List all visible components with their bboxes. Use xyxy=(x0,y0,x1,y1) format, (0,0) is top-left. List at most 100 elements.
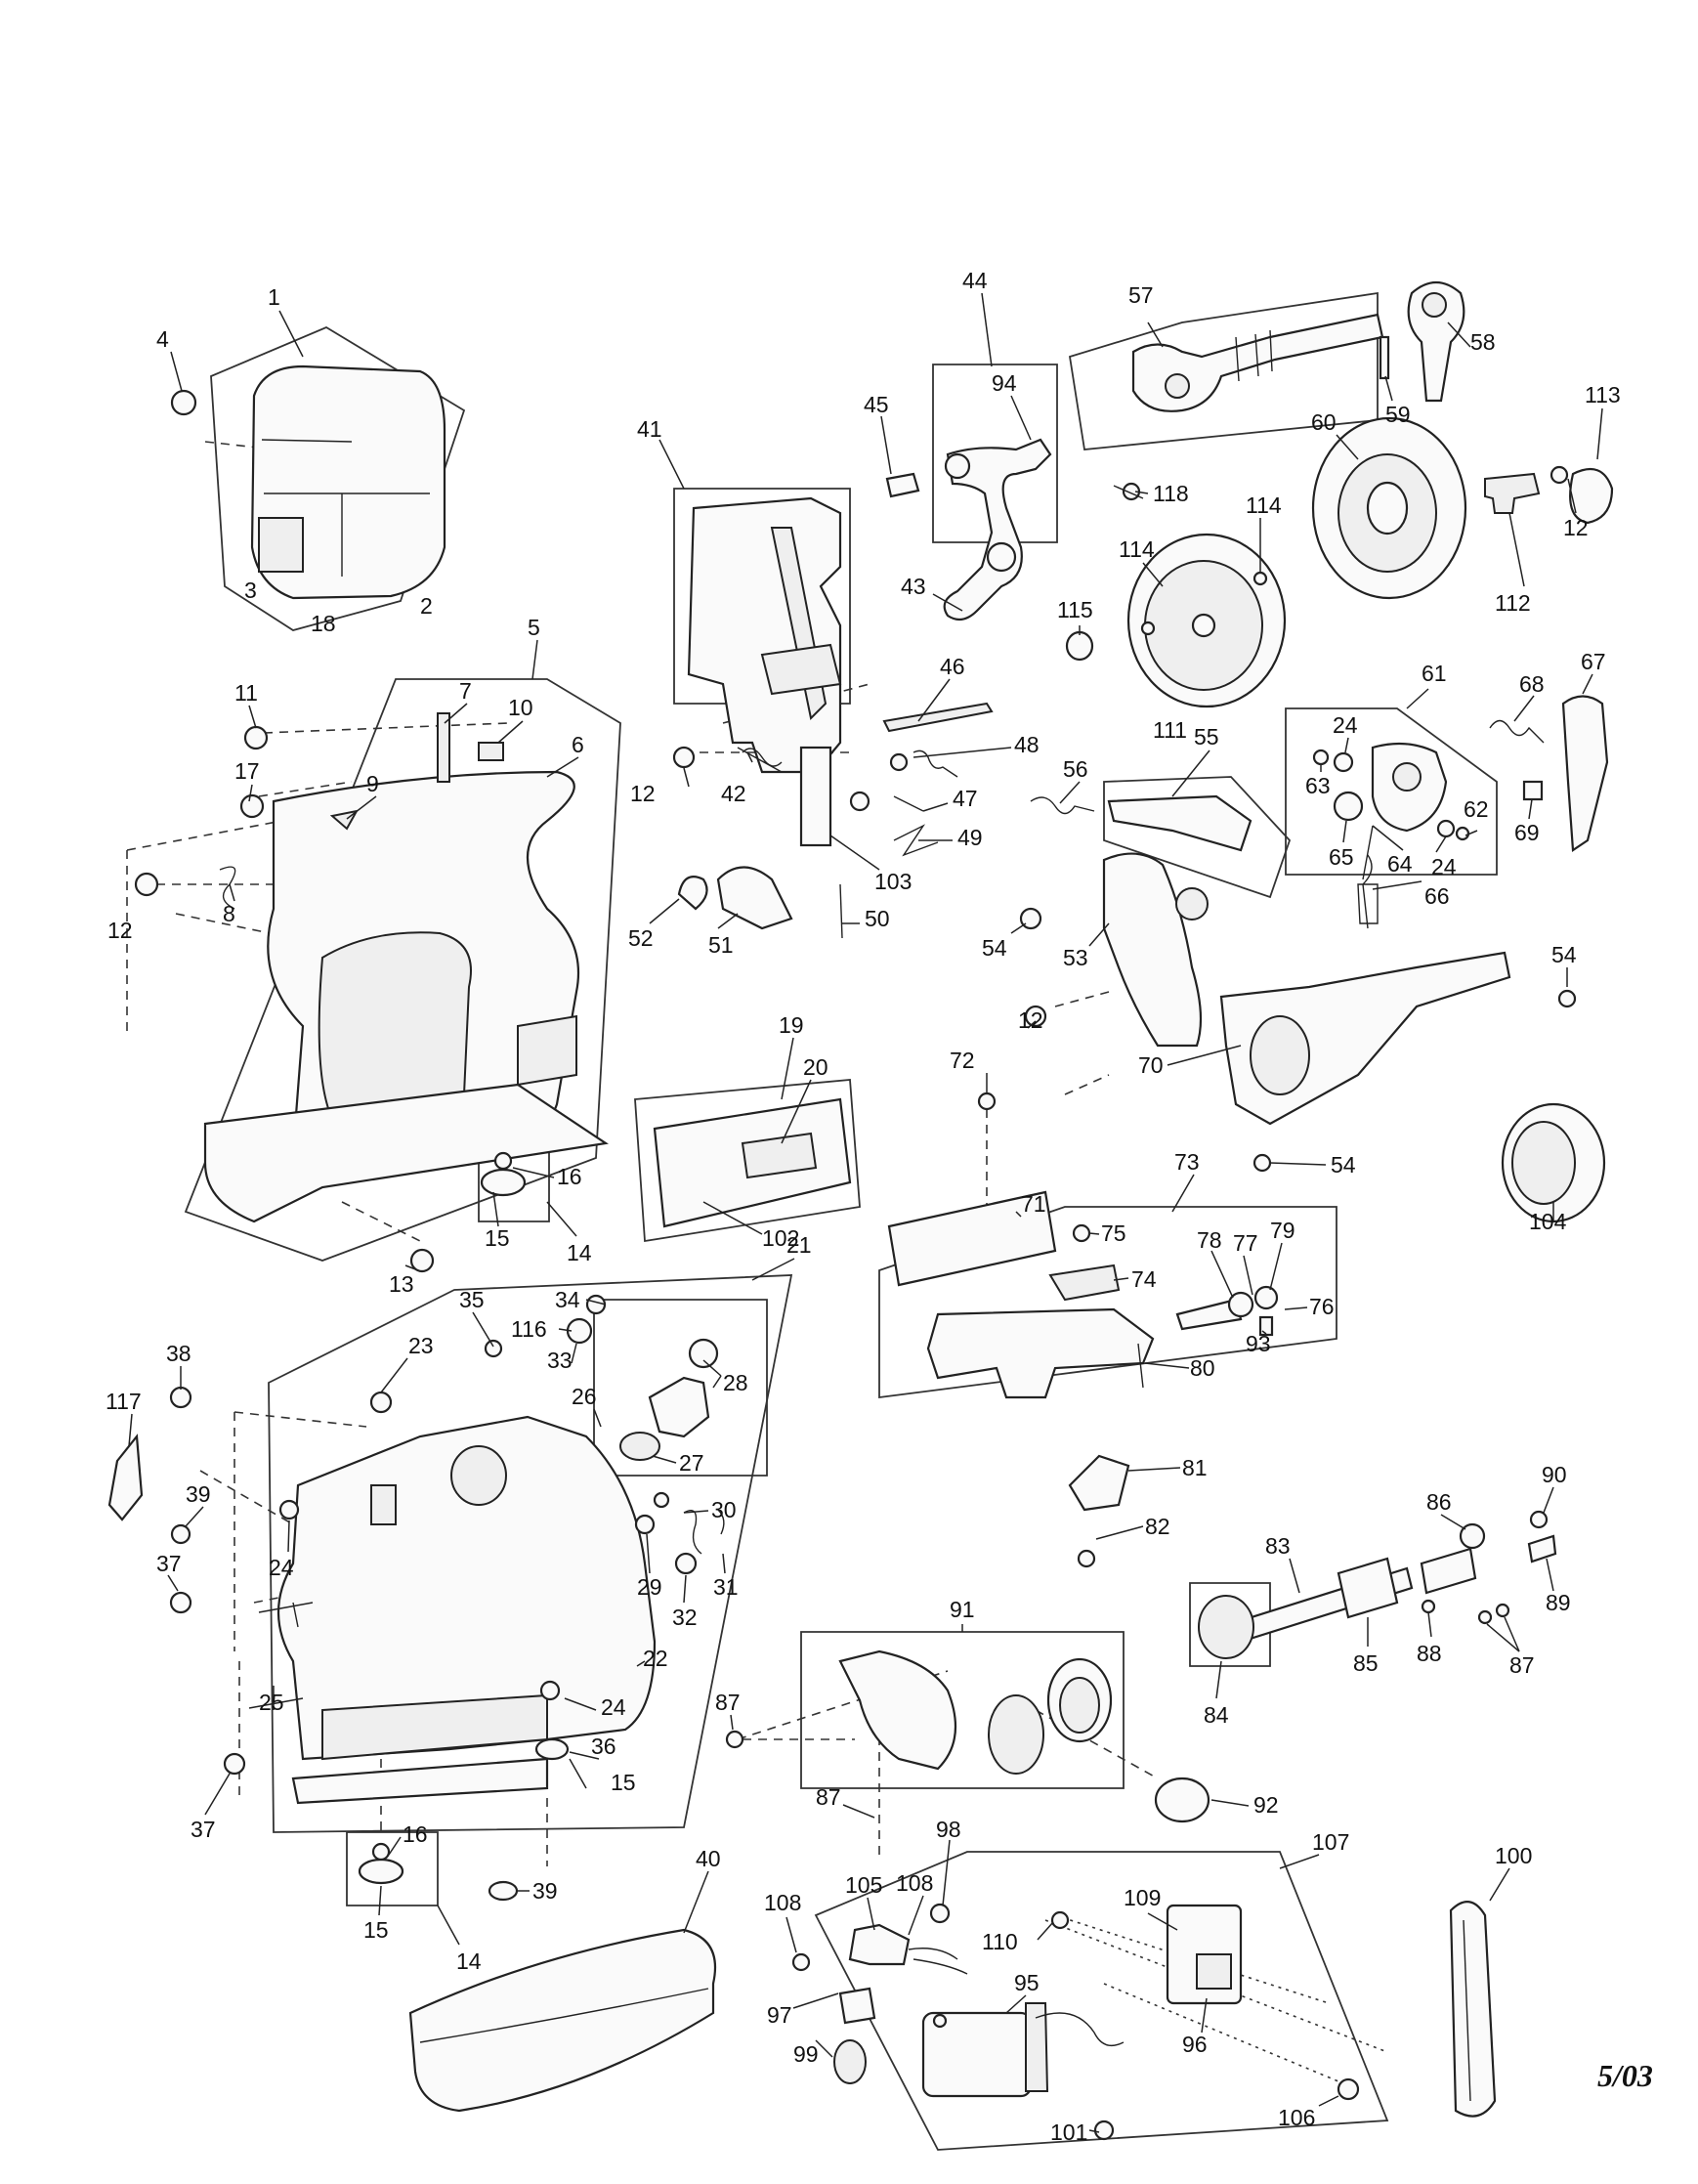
callout-19: 19 xyxy=(779,1012,804,1038)
callout-12: 12 xyxy=(107,918,133,943)
callout-15: 15 xyxy=(485,1225,510,1251)
callout-46: 46 xyxy=(940,654,965,679)
callout-39: 39 xyxy=(186,1481,211,1507)
callout-84: 84 xyxy=(1204,1702,1229,1728)
callout-110: 110 xyxy=(982,1929,1018,1954)
callout-66: 66 xyxy=(1424,883,1450,909)
callout-63: 63 xyxy=(1305,773,1331,798)
callout-17: 17 xyxy=(234,758,260,784)
callout-87: 87 xyxy=(715,1690,741,1715)
zigzag-bracket xyxy=(1102,852,1203,1048)
screw-4 xyxy=(170,389,197,416)
callout-97: 97 xyxy=(767,2002,792,2028)
callout-72: 72 xyxy=(950,1048,975,1073)
callout-108b: 108 xyxy=(896,1870,933,1896)
callout-68: 68 xyxy=(1519,671,1545,697)
callout-91: 91 xyxy=(950,1597,975,1622)
callout-85: 85 xyxy=(1353,1650,1379,1676)
callout-80: 80 xyxy=(1190,1355,1215,1381)
foot-upper xyxy=(480,1168,527,1197)
callout-118: 118 xyxy=(1153,481,1189,506)
callout-104: 104 xyxy=(1529,1209,1567,1234)
callout-51: 51 xyxy=(708,932,734,958)
callout-79: 79 xyxy=(1270,1218,1295,1243)
callout-1: 1 xyxy=(268,284,280,310)
feed-crank xyxy=(1068,1454,1130,1512)
hand-wheel-hub xyxy=(1407,280,1465,403)
callout-98: 98 xyxy=(936,1817,961,1842)
frame-26 xyxy=(593,1299,768,1477)
frame-55 xyxy=(1103,776,1292,899)
callout-25: 25 xyxy=(259,1690,284,1715)
callout-14: 14 xyxy=(567,1240,592,1265)
callout-22: 22 xyxy=(643,1646,668,1671)
callout-28: 28 xyxy=(723,1370,748,1395)
callout-41: 41 xyxy=(637,416,662,442)
callout-115: 115 xyxy=(1057,597,1093,622)
callout-37b: 37 xyxy=(191,1817,216,1842)
callout-2: 2 xyxy=(420,593,433,619)
take-up-lever xyxy=(943,438,1052,621)
callout-12d: 12 xyxy=(1018,1007,1043,1033)
callout-5: 5 xyxy=(528,615,540,640)
callout-4: 4 xyxy=(156,326,169,352)
callout-76: 76 xyxy=(1309,1294,1335,1319)
callout-57: 57 xyxy=(1128,282,1154,308)
frame-107 xyxy=(814,1851,1389,2151)
callout-77: 77 xyxy=(1233,1230,1258,1256)
needle-plate xyxy=(887,1190,1057,1287)
callout-38: 38 xyxy=(166,1341,191,1366)
lever-67 xyxy=(1561,695,1609,852)
callout-34: 34 xyxy=(555,1287,580,1312)
callout-116: 116 xyxy=(511,1316,547,1342)
callout-11: 11 xyxy=(234,680,258,706)
callout-109: 109 xyxy=(1124,1885,1161,1910)
frame-57 xyxy=(1068,291,1379,450)
switch-105 xyxy=(848,1923,911,1966)
presser-foot xyxy=(716,866,793,930)
shaft-crank xyxy=(1420,1547,1477,1595)
feed-bar xyxy=(926,1307,1155,1399)
assembly-lines xyxy=(126,441,1388,2082)
callout-114: 114 xyxy=(1119,536,1155,562)
dial-coil xyxy=(1250,1015,1310,1095)
callout-111: 111 xyxy=(1153,717,1187,743)
callout-117: 117 xyxy=(106,1389,142,1414)
callout-16b: 16 xyxy=(403,1821,428,1847)
callout-93: 93 xyxy=(1246,1331,1271,1356)
callout-39b: 39 xyxy=(532,1878,558,1904)
callout-64: 64 xyxy=(1387,851,1413,877)
part-shapes xyxy=(107,280,1614,2141)
callout-15b: 15 xyxy=(611,1770,636,1795)
callout-65: 65 xyxy=(1329,844,1354,870)
callout-59: 59 xyxy=(1385,402,1411,427)
callout-106: 106 xyxy=(1278,2105,1315,2130)
callout-8: 8 xyxy=(223,901,235,926)
callout-13: 13 xyxy=(389,1271,414,1297)
callout-43: 43 xyxy=(901,574,926,599)
callout-54b: 54 xyxy=(1551,942,1577,967)
frame-84 xyxy=(1189,1582,1271,1667)
carry-case xyxy=(408,1928,717,2113)
callout-35: 35 xyxy=(459,1287,485,1312)
callout-88: 88 xyxy=(1417,1641,1442,1666)
callout-52: 52 xyxy=(628,925,654,951)
frame-61 xyxy=(1285,707,1498,876)
frame-91 xyxy=(800,1631,1125,1789)
callout-53: 53 xyxy=(1063,945,1088,970)
callout-89: 89 xyxy=(1546,1590,1571,1615)
callout-9: 9 xyxy=(366,771,379,796)
callout-labels: 1 4 3 18 2 5 11 7 10 6 17 9 12 8 16 15 1… xyxy=(106,268,1621,2145)
bobbin-opening xyxy=(450,1445,507,1506)
callout-67: 67 xyxy=(1581,649,1606,674)
bracket-113 xyxy=(1569,467,1614,525)
callout-10: 10 xyxy=(508,695,533,720)
light-bulb xyxy=(833,2039,867,2084)
frame-44 xyxy=(932,364,1058,543)
feed-dog xyxy=(1048,1263,1121,1302)
callout-15c: 15 xyxy=(363,1917,389,1943)
callout-54: 54 xyxy=(982,935,1007,961)
callout-73: 73 xyxy=(1174,1149,1200,1175)
feed-shaft xyxy=(1175,1298,1243,1331)
rotary-hook xyxy=(988,1694,1044,1775)
